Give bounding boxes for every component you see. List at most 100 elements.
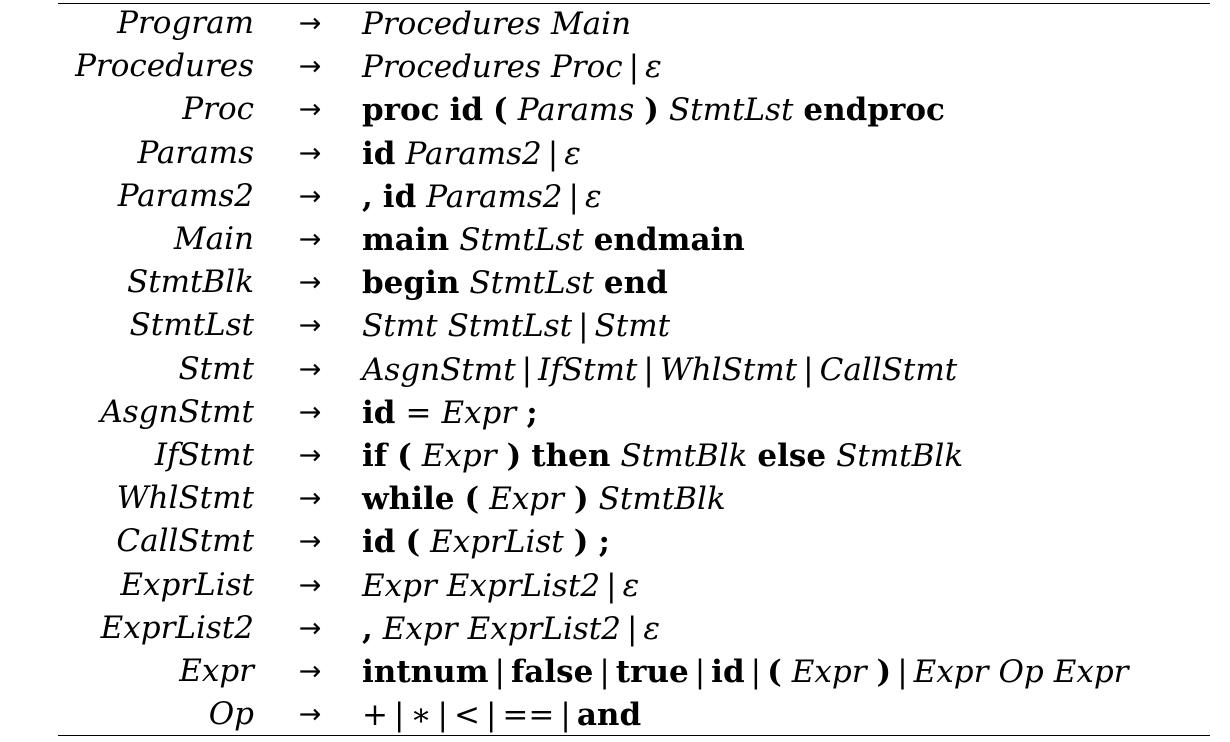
nonterminal: ExprList2 [446,567,601,604]
alternative-bar: | [803,351,814,388]
rule-rhs: AsgnStmt|IfStmt|WhlStmt|CallStmt [362,348,957,392]
nonterminal: ExprList [430,524,564,561]
keyword: ) [876,654,892,690]
keyword: false [510,654,594,690]
alternative-bar: | [628,49,640,86]
nonterminal: Params2 [426,178,563,215]
rule-lhs: Params2 [117,177,254,214]
nonterminal: ε [564,135,581,172]
keyword: if [362,438,388,474]
nonterminal: Procedures [362,6,541,42]
alternative-bar: | [547,135,559,172]
rule-lhs: Stmt [178,350,254,387]
keyword: begin [362,265,460,302]
keyword: ; [598,524,610,561]
nonterminal: Expr [489,481,564,518]
rule-arrow: → [298,612,322,644]
alternative-bar: | [560,697,571,734]
keyword: ) [573,524,589,561]
rule-lhs: Params [137,134,254,171]
nonterminal: StmtLst [447,308,573,345]
table-top-rule [58,3,1210,4]
rule-arrow: → [298,137,322,169]
keyword: endmain [593,222,745,258]
alternative-bar: | [494,654,505,690]
rule-arrow: → [298,483,322,515]
nonterminal: StmtLst [459,222,584,258]
alternative-bar: | [578,308,589,345]
rule-lhs: StmtBlk [126,264,254,301]
rule-rhs: +|∗|<|==|and [362,693,641,737]
nonterminal: Expr [1053,654,1129,690]
keyword: id [449,92,484,129]
grammar-rule-row: Stmt → AsgnStmt|IfStmt|WhlStmt|CallStmt [0,348,1230,391]
nonterminal: AsgnStmt [362,351,516,388]
alternative-bar: | [897,654,908,690]
keyword: ) [644,92,659,129]
keyword: ( [397,438,412,474]
grammar-rule-row: WhlStmt→while(Expr)StmtBlk [0,477,1230,520]
keyword: ( [464,481,480,518]
alternative-bar: | [437,697,448,734]
nonterminal: CallStmt [819,351,958,388]
alternative-bar: | [626,610,638,647]
rule-arrow: → [298,526,322,558]
nonterminal: StmtLst [469,265,594,302]
nonterminal: ExprList2 [467,610,621,647]
keyword: proc [362,92,440,129]
keyword: ( [493,92,508,129]
rule-arrow: → [298,51,322,83]
rule-arrow: → [298,224,322,255]
keyword: id [362,394,396,431]
alternative-bar: | [521,351,533,388]
nonterminal: Expr [791,654,867,690]
nonterminal: Expr [913,654,989,690]
keyword: and [576,697,642,734]
alternative-bar: | [599,654,610,690]
rule-arrow: → [298,656,322,687]
alternative-bar: | [606,567,617,604]
nonterminal: WhlStmt [659,351,798,388]
rule-arrow: → [298,569,322,601]
nonterminal: Expr [441,394,517,431]
rule-rhs: while(Expr)StmtBlk [362,477,726,521]
grammar-rule-row: Op→+|∗|<|==|and [0,693,1230,736]
rule-rhs: id(ExprList); [362,520,610,564]
nonterminal: Params2 [405,135,542,172]
rule-rhs: id=Expr; [362,391,538,435]
rule-arrow: → [298,267,322,299]
nonterminal: ε [645,49,662,86]
rule-lhs: CallStmt [116,523,254,560]
keyword: ( [405,524,421,561]
nonterminal: StmtBlk [836,438,964,474]
keyword: id [362,135,396,172]
alternative-bar: | [750,654,762,690]
keyword: id [382,178,417,215]
alternative-bar: | [643,351,654,388]
alternative-bar: | [485,697,497,734]
nonterminal: Op [998,654,1044,690]
table-bottom-rule [58,735,1210,736]
rule-arrow: → [298,310,322,342]
nonterminal: Expr [382,610,458,647]
rule-arrow: → [298,353,322,385]
keyword: intnum [362,654,489,690]
rule-arrow: → [298,396,322,428]
rule-lhs: Expr [179,653,254,689]
keyword: main [362,222,450,258]
grammar-rule-row: AsgnStmt→id=Expr; [0,391,1230,434]
keyword: id [362,524,396,561]
keyword: while [362,481,455,518]
nonterminal: Proc [550,49,623,86]
